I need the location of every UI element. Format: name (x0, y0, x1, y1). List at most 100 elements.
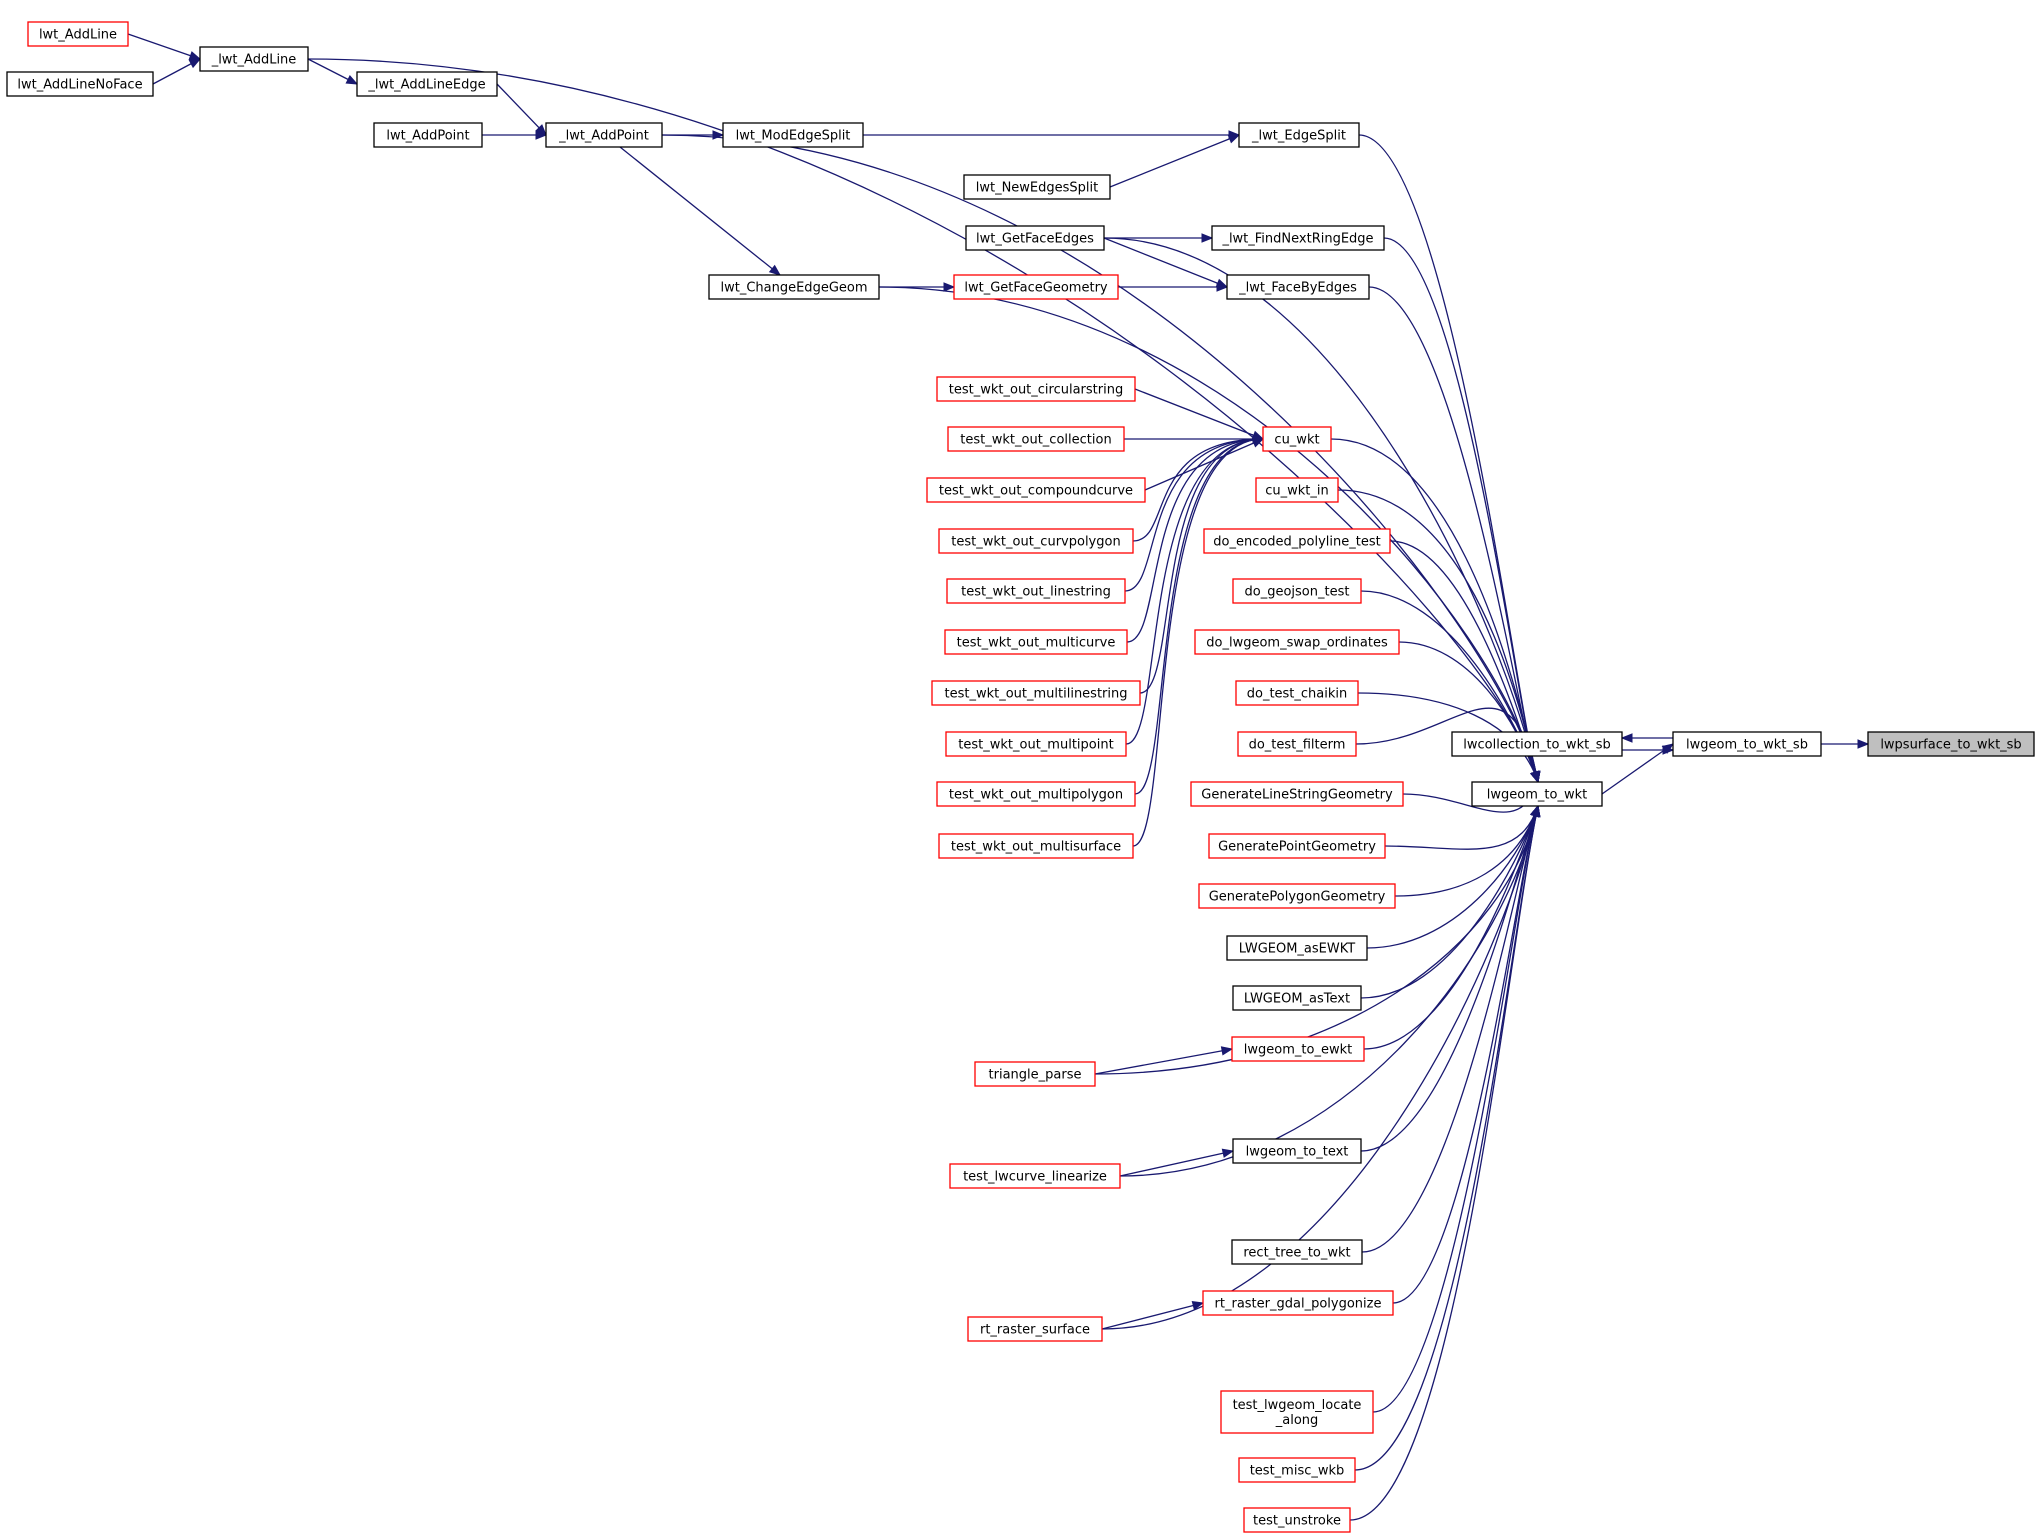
node-lwt-addlineedge[interactable]: _lwt_AddLineEdge (356, 71, 498, 97)
node-lwt-newedgessplit[interactable]: lwt_NewEdgesSplit (963, 174, 1111, 200)
edge-test-wkt-out-circularstring-to-cu-wkt (1134, 388, 1265, 440)
node-box (373, 122, 483, 148)
node-lwgeom-to-wkt-sb[interactable]: lwgeom_to_wkt_sb (1672, 731, 1822, 757)
node-label: GeneratePointGeometry (1218, 840, 1376, 855)
node-rect-tree-to-wkt[interactable]: rect_tree_to_wkt (1231, 1239, 1363, 1265)
node-label: lwgeom_to_wkt_sb (1686, 738, 1808, 753)
node-label: lwgeom_to_text (1246, 1145, 1349, 1160)
node-label: cu_wkt (1274, 433, 1319, 448)
node-label: test_wkt_out_circularstring (949, 383, 1123, 398)
node-lwpsurface-to-wkt-sb[interactable]: lwpsurface_to_wkt_sb (1867, 731, 2035, 757)
node-box (1255, 477, 1339, 503)
node-cu-wkt[interactable]: cu_wkt (1262, 426, 1332, 452)
nodes-layer: lwt_AddLine lwt_AddLineNoFace _lwt_AddLine… (6, 21, 2035, 1533)
node-test-misc-wkb[interactable]: test_misc_wkb (1238, 1457, 1356, 1483)
node-lwcollection-to-wkt-sb[interactable]: lwcollection_to_wkt_sb (1451, 731, 1623, 757)
arrowhead (1531, 770, 1541, 784)
node-triangle-parse[interactable]: triangle_parse (974, 1061, 1096, 1087)
node-test-wkt-out-multipolygon[interactable]: test_wkt_out_multipolygon (936, 781, 1136, 807)
node-test-wkt-out-curvpolygon[interactable]: test_wkt_out_curvpolygon (938, 528, 1134, 554)
edge-line (1139, 438, 1264, 694)
edge-lwt-addlinenoface-to-lwt-addline (152, 58, 202, 85)
node-box (356, 71, 498, 97)
arrowhead (535, 130, 548, 140)
node-do-test-filterm[interactable]: do_test_filterm (1237, 731, 1357, 757)
node-label: lwt_AddLineNoFace (17, 78, 142, 93)
node-box (1471, 781, 1603, 807)
node-label: lwt_GetFaceGeometry (964, 281, 1108, 296)
node-box (1232, 985, 1362, 1011)
node-test-wkt-out-multilinestring[interactable]: test_wkt_out_multilinestring (931, 680, 1141, 706)
node-box (722, 122, 864, 148)
edge-line (127, 33, 201, 60)
node-test-wkt-out-linestring[interactable]: test_wkt_out_linestring (946, 578, 1126, 604)
edge-line (1132, 438, 1264, 542)
edge-lwt-getfacegeometry-to-lwt-facebyedges (1118, 282, 1229, 292)
node-label: test_lwcurve_linearize (963, 1170, 1107, 1185)
node-lwt-addpoint[interactable]: lwt_AddPoint (373, 122, 483, 148)
node-label: _lwt_AddLine (211, 53, 297, 68)
node-test-wkt-out-circularstring[interactable]: test_wkt_out_circularstring (936, 376, 1136, 402)
node-box (6, 71, 154, 97)
node-do-lwgeom-swap-ordinates[interactable]: do_lwgeom_swap_ordinates (1194, 629, 1400, 655)
node-rt-raster-surface[interactable]: rt_raster_surface (967, 1316, 1103, 1342)
node-test-wkt-out-compoundcurve[interactable]: test_wkt_out_compoundcurve (926, 477, 1146, 503)
node-generatelinestringgeometry[interactable]: GenerateLineStringGeometry (1190, 781, 1404, 807)
node-label: GenerateLineStringGeometry (1201, 788, 1393, 803)
edge-line (1360, 805, 1539, 1152)
node-box (1226, 274, 1370, 300)
node-lwgeom-to-text[interactable]: lwgeom_to_text (1232, 1138, 1362, 1164)
edge-line (1126, 438, 1264, 643)
node-generatepolygongeometry[interactable]: GeneratePolygonGeometry (1198, 883, 1396, 909)
edge-test-wkt-out-curvpolygon-to-cu-wkt (1132, 434, 1265, 542)
node-lwt-edgesplit[interactable]: _lwt_EdgeSplit (1238, 122, 1360, 148)
node-lwgeom-asewkt[interactable]: LWGEOM_asEWKT (1226, 935, 1368, 961)
node-label: lwgeom_to_ewkt (1244, 1043, 1352, 1058)
edge-line (1103, 237, 1228, 288)
node-lwt-addline[interactable]: _lwt_AddLine (199, 46, 309, 72)
node-box (1238, 122, 1360, 148)
node-cu-wkt-in[interactable]: cu_wkt_in (1255, 477, 1339, 503)
node-box (949, 1163, 1121, 1189)
node-test-wkt-out-multipoint[interactable]: test_wkt_out_multipoint (945, 731, 1127, 757)
node-lwt-facebyedges[interactable]: _lwt_FaceByEdges (1226, 274, 1370, 300)
node-lwt-getfaceedges[interactable]: lwt_GetFaceEdges (965, 225, 1105, 251)
edge-lwt-findnextringedge-to-lwgeom-to-wkt (1383, 237, 1540, 784)
node-test-wkt-out-collection[interactable]: test_wkt_out_collection (947, 426, 1125, 452)
edge-line (1337, 489, 1539, 783)
node-do-encoded-polyline-test[interactable]: do_encoded_polyline_test (1203, 528, 1391, 554)
node-lwgeom-astext[interactable]: LWGEOM_asText (1232, 985, 1362, 1011)
node-test-wkt-out-multisurface[interactable]: test_wkt_out_multisurface (938, 833, 1134, 859)
node-lwt-modedgesplit[interactable]: lwt_ModEdgeSplit (722, 122, 864, 148)
edge-line (1366, 805, 1539, 949)
node-label: test_wkt_out_multicurve (957, 636, 1116, 651)
node-box (1208, 833, 1386, 859)
node-test-wkt-out-multicurve[interactable]: test_wkt_out_multicurve (944, 629, 1128, 655)
node-test-lwgeom-locate-along[interactable]: test_lwgeom_locate_along (1220, 1390, 1374, 1434)
node-box (1202, 1290, 1394, 1316)
node-box (708, 274, 880, 300)
node-lwt-addline[interactable]: lwt_AddLine (27, 21, 129, 47)
node-lwt-addlinenoface[interactable]: lwt_AddLineNoFace (6, 71, 154, 97)
node-do-geojson-test[interactable]: do_geojson_test (1232, 578, 1362, 604)
node-rt-raster-gdal-polygonize[interactable]: rt_raster_gdal_polygonize (1202, 1290, 1394, 1316)
arrowhead (1531, 804, 1541, 818)
node-test-lwcurve-linearize[interactable]: test_lwcurve_linearize (949, 1163, 1121, 1189)
node-box (936, 781, 1136, 807)
node-lwt-changeedgegeom[interactable]: lwt_ChangeEdgeGeom (708, 274, 880, 300)
node-do-test-chaikin[interactable]: do_test_chaikin (1235, 680, 1359, 706)
edge-line (1384, 805, 1539, 850)
node-lwt-addpoint[interactable]: _lwt_AddPoint (545, 122, 663, 148)
edge-line (1101, 1302, 1204, 1330)
edge-lwt-addlineedge-to-lwt-addpoint (496, 83, 547, 136)
node-lwgeom-to-ewkt[interactable]: lwgeom_to_ewkt (1231, 1036, 1365, 1062)
node-box (1867, 731, 2035, 757)
node-generatepointgeometry[interactable]: GeneratePointGeometry (1208, 833, 1386, 859)
node-box (1194, 629, 1400, 655)
node-lwgeom-to-wkt[interactable]: lwgeom_to_wkt (1471, 781, 1603, 807)
node-test-unstroke[interactable]: test_unstroke (1243, 1507, 1351, 1533)
node-lwt-findnextringedge[interactable]: _lwt_FindNextRingEdge (1211, 225, 1385, 251)
node-lwt-getfacegeometry[interactable]: lwt_GetFaceGeometry (953, 274, 1119, 300)
edge-line (1109, 134, 1240, 188)
